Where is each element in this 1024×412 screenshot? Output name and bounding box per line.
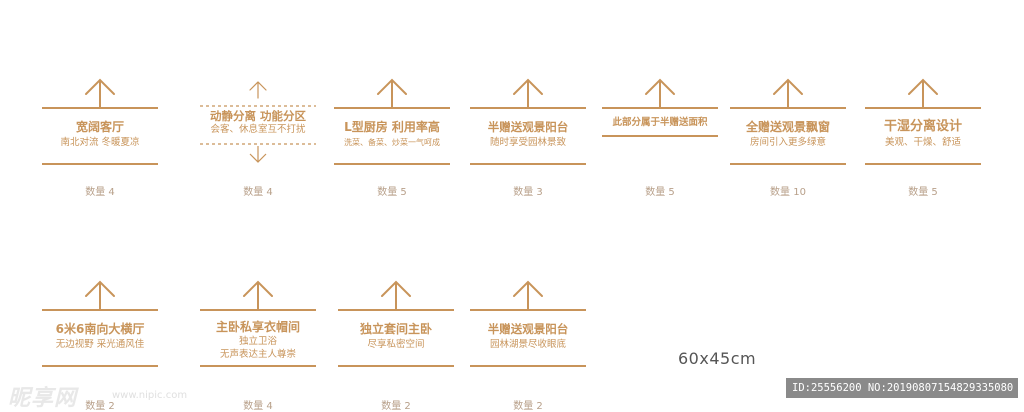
sign-subtitle: 洗菜、备菜、炒菜一气呵成: [344, 138, 440, 147]
up-arrow-icon: [773, 78, 803, 109]
sign-1: 宽阔客厅南北对流 冬暖夏凉数量 4: [42, 78, 158, 198]
watermark-logo: 昵享网: [8, 386, 78, 411]
sign-graphics: [865, 78, 981, 165]
up-arrow-icon: [85, 78, 115, 109]
sign-quantity: 数量 4: [243, 401, 273, 412]
sign-quantity: 数量 5: [645, 187, 675, 198]
sign-subtitle: 尽享私密空间: [367, 339, 425, 350]
sign-graphics: [338, 280, 454, 367]
up-arrow-icon: [645, 78, 675, 109]
sign-11: 半赠送观景阳台园林湖景尽收眼底数量 2: [470, 280, 586, 412]
sign-graphics: [602, 78, 718, 137]
up-arrow-icon: [513, 280, 543, 311]
sign-title: 此部分属于半赠送面积: [612, 117, 708, 128]
sign-subtitle: 无边视野 采光通风佳: [55, 339, 145, 350]
sign-7: 干湿分离设计美观、干燥、舒适数量 5: [865, 78, 981, 198]
sign-title: 主卧私享衣帽间: [215, 320, 300, 334]
sign-quantity: 数量 4: [243, 187, 273, 198]
sign-subtitle: 南北对流 冬暖夏凉: [60, 137, 140, 148]
sign-graphics: [730, 78, 846, 165]
up-arrow-icon: [249, 81, 267, 99]
sign-4: 半赠送观景阳台随时享受园林景致数量 3: [470, 78, 586, 198]
sign-graphics: [200, 81, 316, 163]
sign-5: 此部分属于半赠送面积数量 5: [602, 78, 718, 198]
up-arrow-icon: [377, 78, 407, 109]
sign-quantity: 数量 2: [381, 401, 411, 412]
up-arrow-icon: [381, 280, 411, 311]
sign-subtitle: 美观、干燥、舒适: [884, 137, 961, 148]
sign-subtitle: 随时享受园林景致: [489, 137, 566, 148]
sign-quantity: 数量 10: [770, 187, 806, 198]
sign-quantity: 数量 4: [85, 187, 115, 198]
down-arrow-icon: [249, 146, 267, 163]
sign-quantity: 数量 5: [908, 187, 938, 198]
sign-title: 宽阔客厅: [75, 120, 124, 134]
sign-title: 全赠送观景飘窗: [745, 120, 830, 134]
sign-subtitle: 房间引入更多绿意: [749, 137, 826, 148]
sign-graphics: [470, 78, 586, 165]
sign-quantity: 数量 3: [513, 187, 543, 198]
sign-title: 干湿分离设计: [883, 119, 962, 134]
up-arrow-icon: [908, 78, 938, 109]
sign-3: L型厨房 利用率高洗菜、备菜、炒菜一气呵成数量 5: [334, 78, 450, 198]
sign-quantity: 数量 2: [85, 401, 115, 412]
sign-quantity: 数量 5: [377, 187, 407, 198]
sign-graphics: [42, 280, 158, 367]
sign-title: 半赠送观景阳台: [487, 322, 569, 336]
sign-title: 动静分离 功能分区: [209, 109, 306, 123]
sign-title: 6米6南向大横厅: [55, 322, 145, 336]
size-label: 60x45cm: [678, 349, 757, 368]
watermark-id: ID:25556200 NO:20190807154829335080: [786, 378, 1018, 398]
sign-title: 半赠送观景阳台: [487, 120, 569, 134]
sign-subtitle: 会客、休息室互不打扰: [210, 124, 306, 135]
sign-graphics: [334, 78, 450, 165]
up-arrow-icon: [243, 280, 273, 311]
sign-subtitle-2: 无声表达主人尊崇: [219, 349, 296, 360]
sign-title: 独立套间主卧: [359, 322, 432, 336]
sign-10: 独立套间主卧尽享私密空间数量 2: [338, 280, 454, 412]
sign-graphics: [42, 78, 158, 165]
sign-8: 6米6南向大横厅无边视野 采光通风佳数量 2: [42, 280, 158, 412]
sign-subtitle: 独立卫浴: [238, 336, 277, 347]
sign-quantity: 数量 2: [513, 401, 543, 412]
sign-2: 动静分离 功能分区会客、休息室互不打扰数量 4: [200, 78, 316, 198]
sign-graphics: [470, 280, 586, 367]
up-arrow-icon: [513, 78, 543, 109]
sign-6: 全赠送观景飘窗房间引入更多绿意数量 10: [730, 78, 846, 198]
sign-title: L型厨房 利用率高: [344, 120, 440, 134]
up-arrow-icon: [85, 280, 115, 311]
sign-9: 主卧私享衣帽间独立卫浴无声表达主人尊崇数量 4: [200, 280, 316, 412]
sign-graphics: [200, 280, 316, 367]
watermark-url: www.nipic.com: [112, 390, 188, 401]
sign-subtitle: 园林湖景尽收眼底: [489, 339, 566, 350]
